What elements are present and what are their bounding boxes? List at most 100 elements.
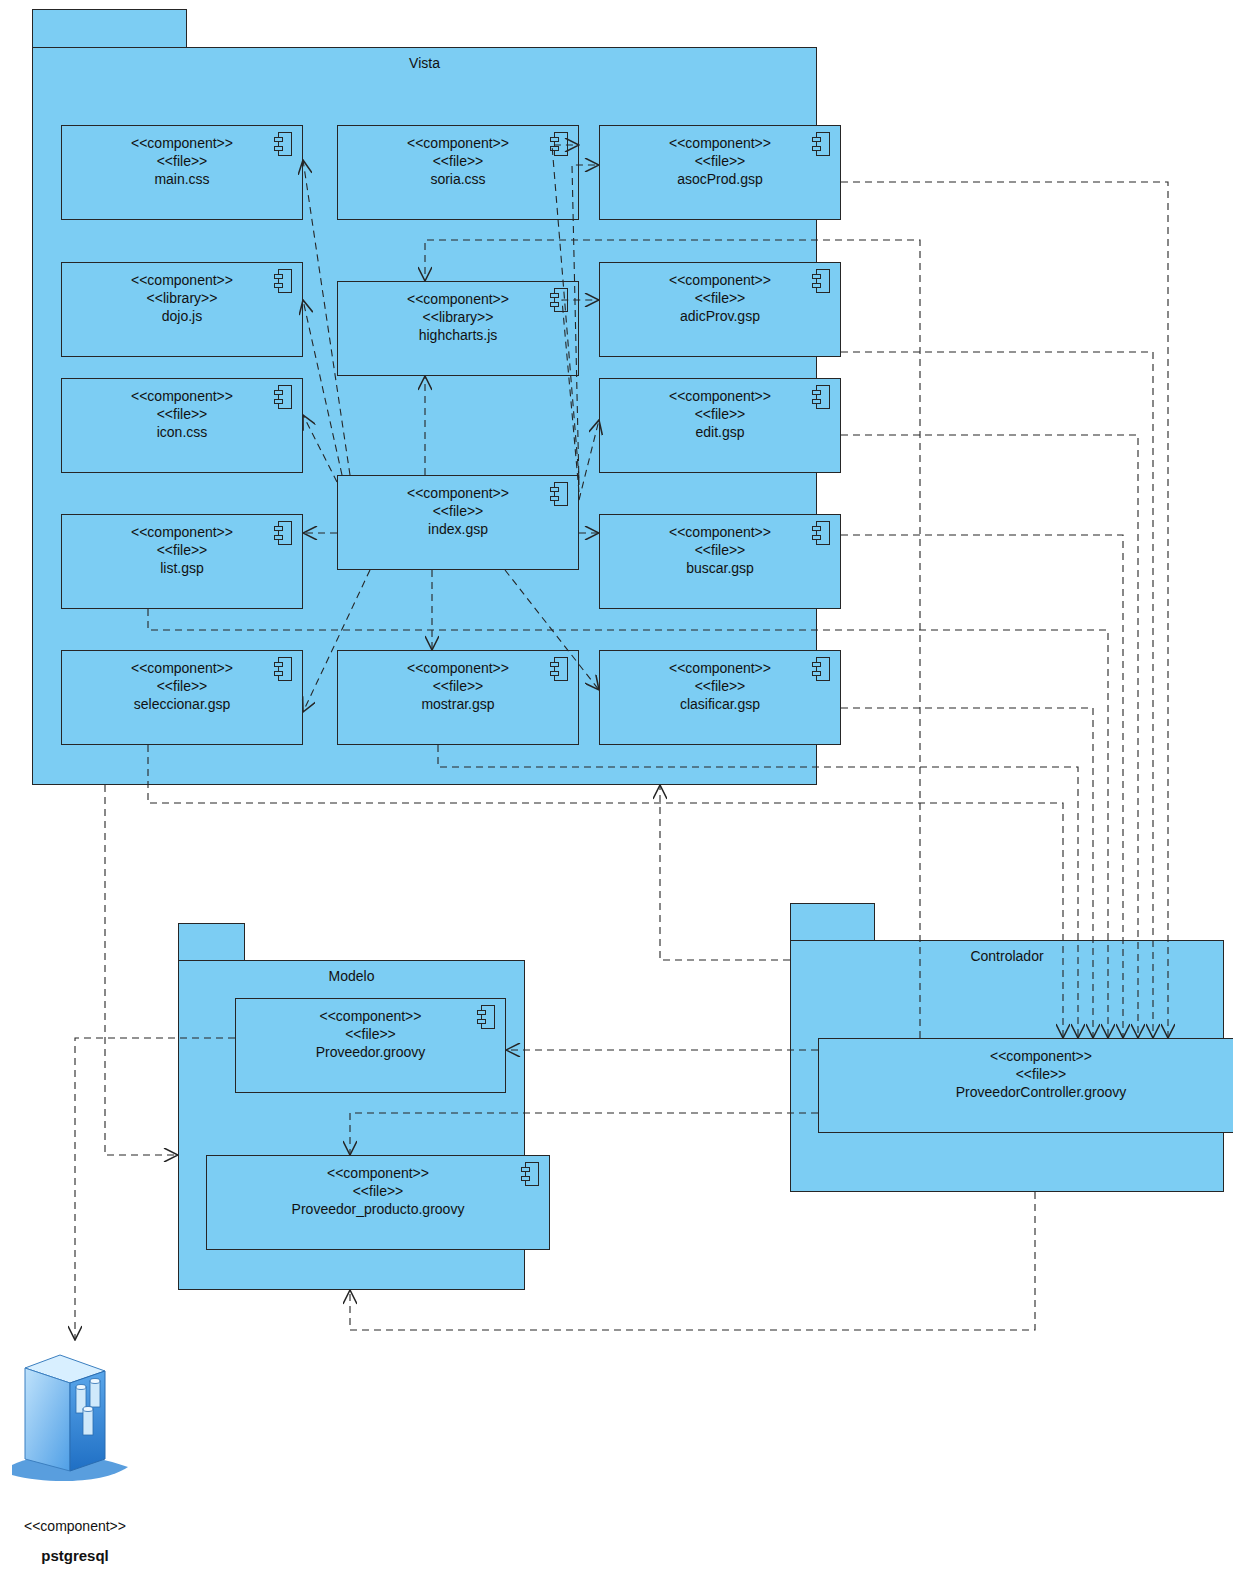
stereotype: <<file>> (62, 152, 302, 170)
dependency-connector (75, 1038, 235, 1340)
dependency-connector (431, 570, 432, 650)
component-box: <<component>><<library>>highcharts.js (337, 281, 579, 376)
dependency-connector (506, 1049, 818, 1050)
package-tab (178, 923, 245, 961)
stereotype: <<component>> (819, 1047, 1233, 1065)
stereotype: <<component>> (600, 387, 840, 405)
stereotype: <<file>> (600, 405, 840, 423)
stereotype: <<file>> (207, 1182, 549, 1200)
stereotype: <<file>> (600, 289, 840, 307)
dependency-connector (579, 420, 599, 500)
component-name: dojo.js (62, 307, 302, 325)
package-box: Controlador<<component>><<file>>Proveedo… (790, 940, 1224, 1192)
stereotype: <<file>> (600, 541, 840, 559)
stereotype: <<component>> (600, 523, 840, 541)
dependency-connector (424, 376, 425, 475)
component-icon (812, 269, 830, 293)
stereotype: <<file>> (600, 152, 840, 170)
component-box: <<component>><<file>>ProveedorController… (818, 1038, 1233, 1133)
stereotype: <<file>> (236, 1025, 505, 1043)
stereotype: <<file>> (62, 677, 302, 695)
dependency-connector (148, 745, 1063, 1038)
stereotype: <<component>> (600, 659, 840, 677)
component-name: Proveedor_producto.groovy (207, 1200, 549, 1218)
package-label: Modelo (179, 967, 524, 985)
dependency-connector (303, 415, 337, 482)
component-icon (812, 385, 830, 409)
dependency-connector (562, 300, 599, 492)
component-box: <<component>><<file>>soria.css (337, 125, 579, 220)
stereotype: <<file>> (338, 152, 578, 170)
component-icon (274, 385, 292, 409)
component-name: edit.gsp (600, 423, 840, 441)
component-icon (550, 288, 568, 312)
component-box: <<component>><<file>>mostrar.gsp (337, 650, 579, 745)
component-box: <<component>><<file>>Proveedor.groovy (235, 998, 506, 1093)
dependency-connector (552, 145, 579, 478)
dependency-connector (505, 570, 599, 690)
package-tab (790, 903, 875, 941)
dependency-connector (105, 785, 178, 1155)
stereotype: <<component>> (62, 523, 302, 541)
database-icon (10, 1343, 130, 1483)
stereotype: <<component>> (338, 290, 578, 308)
dependency-connector (303, 300, 342, 475)
dependency-connector (660, 785, 790, 960)
component-name: ProveedorController.groovy (819, 1083, 1233, 1101)
stereotype: <<file>> (338, 502, 578, 520)
package-label: Vista (33, 54, 816, 72)
component-box: <<component>><<library>>dojo.js (61, 262, 303, 357)
stereotype: <<file>> (600, 677, 840, 695)
component-box: <<component>><<file>>Proveedor_producto.… (206, 1155, 550, 1250)
component-icon (274, 132, 292, 156)
component-name: Proveedor.groovy (236, 1043, 505, 1061)
component-name: buscar.gsp (600, 559, 840, 577)
component-name: clasificar.gsp (600, 695, 840, 713)
component-icon (477, 1005, 495, 1029)
dependency-connector (438, 745, 1078, 1038)
package-tab (32, 9, 187, 48)
dependency-connector (350, 1113, 818, 1155)
component-icon (812, 132, 830, 156)
component-name: asocProd.gsp (600, 170, 840, 188)
component-box: <<component>><<file>>clasificar.gsp (599, 650, 841, 745)
component-icon (550, 657, 568, 681)
component-box: <<component>><<file>>index.gsp (337, 475, 579, 570)
stereotype: <<component>> (338, 659, 578, 677)
component-name: main.css (62, 170, 302, 188)
component-box: <<component>><<file>>main.css (61, 125, 303, 220)
dependency-connector (841, 708, 1093, 1038)
stereotype: <<file>> (338, 677, 578, 695)
package-box: Vista<<component>><<file>>main.css<<comp… (32, 47, 817, 785)
dependency-connector (579, 532, 599, 533)
dependency-connector (841, 435, 1138, 1038)
component-icon (521, 1162, 539, 1186)
dependency-connector (841, 182, 1168, 1038)
package-box: Modelo <<component>><<file>>Proveedor.gro… (178, 960, 525, 1290)
component-box: <<component>><<file>>asocProd.gsp (599, 125, 841, 220)
component-icon (550, 132, 568, 156)
component-icon (274, 657, 292, 681)
component-icon (812, 657, 830, 681)
package-label: Controlador (791, 947, 1223, 965)
dependency-connector (148, 609, 1108, 1038)
stereotype: <<component>> (236, 1007, 505, 1025)
stereotype: <<component>> (62, 271, 302, 289)
stereotype: <<component>> (0, 1512, 150, 1541)
stereotype: <<library>> (62, 289, 302, 307)
component-box: <<component>><<file>>adicProv.gsp (599, 262, 841, 357)
dependency-connector (303, 532, 337, 533)
component-name: list.gsp (62, 559, 302, 577)
component-name: index.gsp (338, 520, 578, 538)
component-box: <<component>><<file>>icon.css (61, 378, 303, 473)
component-box: <<component>><<file>>list.gsp (61, 514, 303, 609)
dependency-connector (350, 1192, 1035, 1330)
stereotype: <<file>> (62, 405, 302, 423)
stereotype: <<file>> (819, 1065, 1233, 1083)
component-name: seleccionar.gsp (62, 695, 302, 713)
dependency-connector (303, 570, 370, 712)
component-name: adicProv.gsp (600, 307, 840, 325)
stereotype: <<component>> (62, 387, 302, 405)
component-name: mostrar.gsp (338, 695, 578, 713)
